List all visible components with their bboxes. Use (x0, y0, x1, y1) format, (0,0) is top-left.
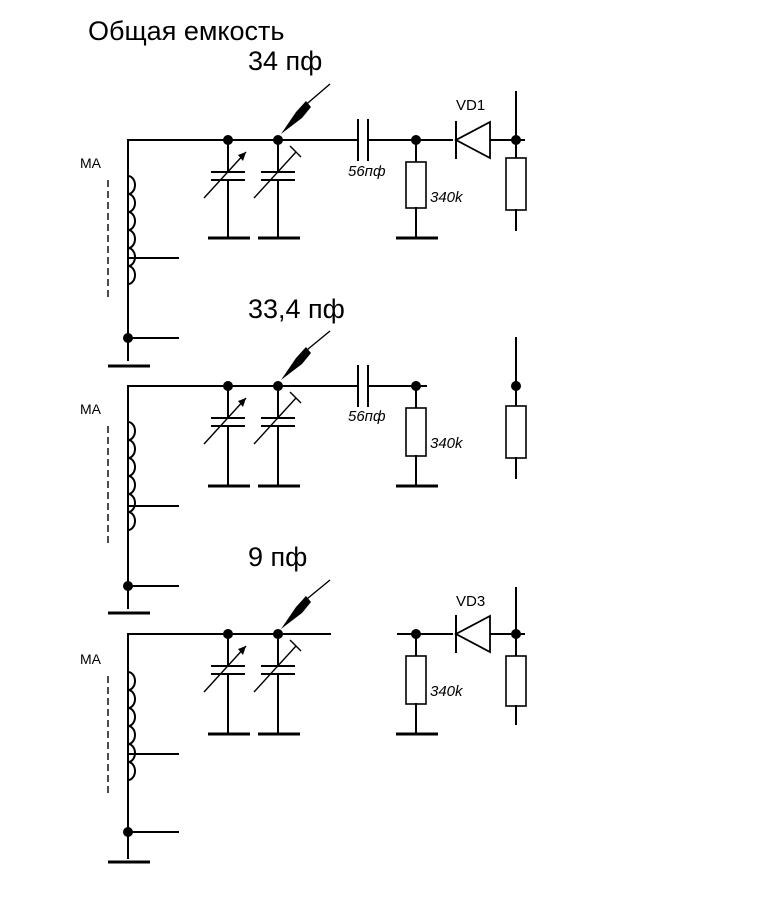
capacitance-label-3: 9 пф (248, 542, 307, 572)
circuit-2: 33,4 пф MA (80, 294, 527, 615)
diode-label-3: VD3 (456, 593, 485, 610)
coil-label-2: MA (80, 401, 102, 417)
load-resistor-label-3: 340k (430, 683, 464, 700)
load-resistor-label-1: 340k (430, 189, 464, 206)
coil-label-3: MA (80, 651, 102, 667)
coil-label-1: MA (80, 155, 102, 171)
trimmer-capacitor-1b (253, 135, 302, 240)
diode-label-1: VD1 (456, 97, 485, 114)
load-resistor-1 (405, 161, 427, 209)
diode-3 (454, 614, 491, 654)
output-resistor-2 (505, 405, 527, 459)
pointer-arrow-2 (281, 330, 331, 380)
trimmer-capacitor-2b (253, 381, 302, 488)
coupling-capacitor-1 (357, 119, 369, 161)
pointer-arrow-3 (281, 579, 331, 629)
inductor-coil-2 (127, 421, 136, 531)
variable-capacitor-1a (203, 135, 250, 240)
variable-capacitor-2a (203, 381, 250, 488)
output-resistor-1 (505, 157, 527, 211)
capacitance-label-2: 33,4 пф (248, 294, 345, 324)
capacitance-label-1: 34 пф (248, 46, 322, 76)
coupling-capacitor-2 (357, 365, 369, 407)
circuit-3: 9 пф MA (80, 542, 527, 864)
coupling-cap-label-2: 56пф (348, 408, 386, 425)
circuit-1: 34 пф MA (80, 46, 527, 368)
load-resistor-2 (405, 407, 427, 457)
coupling-cap-label-1: 56пф (348, 163, 386, 180)
trimmer-capacitor-3b (253, 629, 302, 736)
variable-capacitor-3a (203, 629, 250, 736)
pointer-arrow-1 (281, 83, 331, 134)
inductor-coil-3 (127, 671, 136, 781)
diode-1 (454, 120, 491, 160)
inductor-coil-1 (127, 175, 136, 285)
output-resistor-3 (505, 655, 527, 707)
load-resistor-3 (405, 655, 427, 705)
load-resistor-label-2: 340k (430, 435, 464, 452)
total-capacitance-title: Общая емкость (88, 16, 284, 46)
